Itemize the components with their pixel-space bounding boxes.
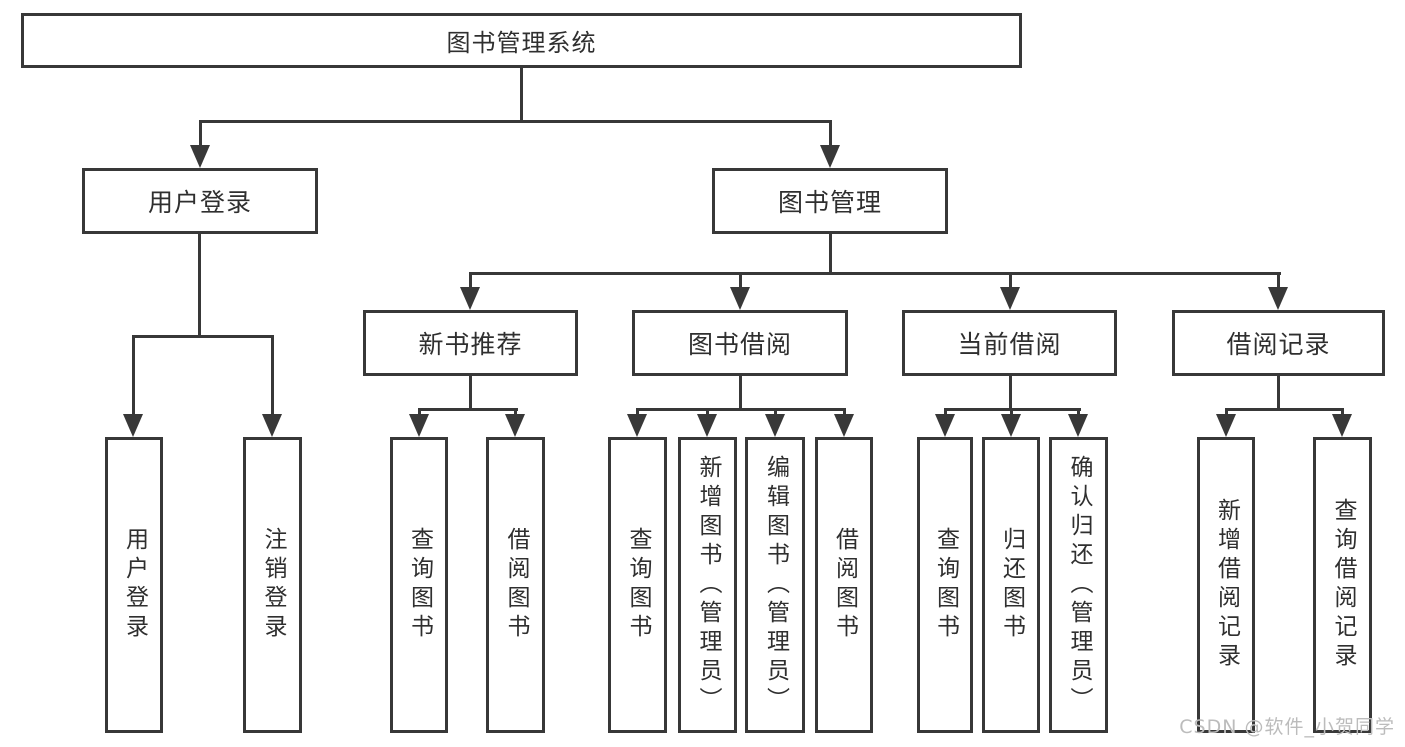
connector-stem	[469, 376, 472, 408]
arrowhead-down-icon	[935, 414, 955, 437]
connector-arrow-shaft	[774, 408, 777, 416]
arrowhead-down-icon	[1332, 414, 1352, 437]
connector-arrow-shaft	[1277, 272, 1280, 288]
connector-book-mgmt-stem	[829, 233, 832, 272]
leaf-label: 查询借阅记录	[1330, 498, 1356, 672]
leaf-query-borrow-record: 查询借阅记录	[1313, 437, 1372, 733]
node-user-login: 用户登录	[82, 168, 318, 234]
connector-arrow-shaft	[271, 335, 274, 416]
leaf-borrow-books-borrowing: 借阅图书	[815, 437, 873, 733]
leaf-query-books-recommend: 查询图书	[390, 437, 448, 733]
connector-stem	[1277, 376, 1280, 408]
connector-arrow-shaft	[514, 408, 517, 416]
node-borrowing-records: 借阅记录	[1172, 310, 1385, 376]
arrowhead-down-icon	[627, 414, 647, 437]
node-book-borrowing: 图书借阅	[632, 310, 848, 376]
leaf-query-books-borrowing: 查询图书	[608, 437, 667, 733]
connector-root-stem	[520, 68, 523, 120]
connector-stem	[739, 376, 742, 408]
leaf-logout: 注销登录	[243, 437, 302, 733]
leaf-label: 新增图书（管理员）	[695, 454, 721, 716]
arrowhead-down-icon	[505, 414, 525, 437]
arrowhead-down-icon	[409, 414, 429, 437]
leaf-label: 借阅图书	[503, 527, 529, 643]
node-label: 图书借阅	[687, 330, 792, 359]
connector-arrow-shaft	[1225, 408, 1228, 416]
connector-level3-bar	[469, 272, 1281, 275]
csdn-watermark: CSDN @软件_小贺同学	[1179, 716, 1395, 738]
leaf-user-login: 用户登录	[105, 437, 163, 733]
connector-arrow-shaft	[706, 408, 709, 416]
leaf-label: 借阅图书	[831, 527, 858, 643]
connector-arrow-shaft	[944, 408, 947, 416]
connector-arrow-shaft	[199, 120, 202, 147]
connector-arrow-shaft	[1077, 408, 1080, 416]
connector-arrow-shaft	[418, 408, 421, 416]
connector-arrow-shaft	[829, 120, 832, 147]
arrowhead-down-icon	[730, 287, 750, 310]
connector-arrow-shaft	[469, 272, 472, 288]
leaf-label: 编辑图书（管理员）	[762, 454, 789, 716]
node-label: 用户登录	[147, 188, 252, 217]
leaf-add-books-admin: 新增图书（管理员）	[678, 437, 737, 733]
leaf-return-books: 归还图书	[982, 437, 1040, 733]
leaf-label: 新增借阅记录	[1213, 498, 1240, 672]
leaf-label: 确认归还（管理员）	[1066, 454, 1092, 716]
leaf-query-books-current: 查询图书	[917, 437, 973, 733]
node-label: 当前借阅	[957, 330, 1062, 359]
connector-arrow-shaft	[739, 272, 742, 288]
node-current-borrowing: 当前借阅	[902, 310, 1117, 376]
leaf-edit-books-admin: 编辑图书（管理员）	[745, 437, 805, 733]
leaf-confirm-return-admin: 确认归还（管理员）	[1049, 437, 1108, 733]
arrowhead-down-icon	[1216, 414, 1236, 437]
arrowhead-down-icon	[123, 414, 143, 437]
node-library-management-system: 图书管理系统	[21, 13, 1022, 68]
connector-arrow-shaft	[1009, 272, 1012, 288]
arrowhead-down-icon	[262, 414, 282, 437]
connector-level2-bar	[199, 120, 832, 123]
leaf-label: 归还图书	[998, 527, 1025, 643]
connector-leaf-bar	[418, 408, 518, 411]
node-label: 图书管理系统	[446, 29, 597, 57]
leaf-label: 注销登录	[260, 527, 286, 643]
arrowhead-down-icon	[1268, 287, 1288, 310]
connector-leaf-bar	[1225, 408, 1344, 411]
connector-stem	[1009, 376, 1012, 408]
leaf-add-borrow-record: 新增借阅记录	[1197, 437, 1255, 733]
node-label: 借阅记录	[1226, 330, 1331, 359]
node-new-book-recommendation: 新书推荐	[363, 310, 578, 376]
connector-arrow-shaft	[636, 408, 639, 416]
connector-arrow-shaft	[132, 335, 135, 416]
leaf-label: 查询图书	[406, 527, 433, 643]
node-label: 新书推荐	[418, 330, 523, 359]
leaf-label: 查询图书	[932, 527, 959, 643]
arrowhead-down-icon	[190, 145, 210, 168]
connector-arrow-shaft	[843, 408, 846, 416]
arrowhead-down-icon	[1068, 414, 1088, 437]
node-book-management: 图书管理	[712, 168, 948, 234]
arrowhead-down-icon	[765, 414, 785, 437]
arrowhead-down-icon	[820, 145, 840, 168]
leaf-label: 用户登录	[121, 527, 148, 643]
arrowhead-down-icon	[460, 287, 480, 310]
connector-leaf-bar	[636, 408, 846, 411]
connector-user-login-bar	[132, 335, 274, 338]
leaf-borrow-books-recommend: 借阅图书	[486, 437, 545, 733]
leaf-label: 查询图书	[625, 527, 651, 643]
node-label: 图书管理	[777, 188, 882, 217]
connector-arrow-shaft	[1010, 408, 1013, 416]
arrowhead-down-icon	[1000, 287, 1020, 310]
arrowhead-down-icon	[834, 414, 854, 437]
connector-arrow-shaft	[1341, 408, 1344, 416]
arrowhead-down-icon	[697, 414, 717, 437]
connector-user-login-stem	[198, 233, 201, 335]
arrowhead-down-icon	[1001, 414, 1021, 437]
